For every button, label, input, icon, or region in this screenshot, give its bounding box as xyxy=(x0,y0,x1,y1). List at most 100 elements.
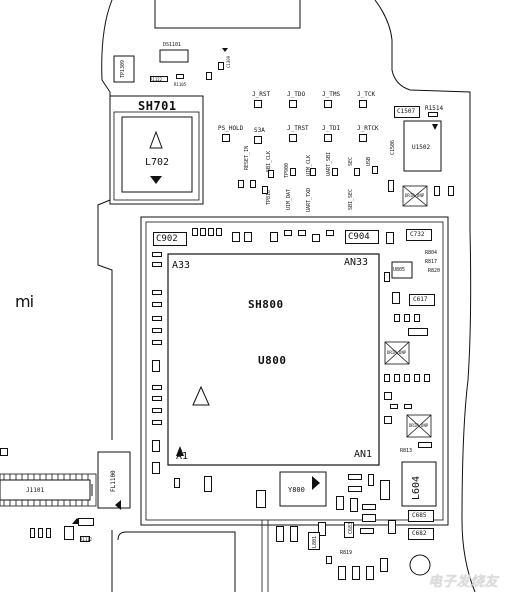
pad xyxy=(218,62,224,70)
pad xyxy=(232,232,240,242)
pad xyxy=(152,420,162,425)
tp-label-j-trst: J_TRST xyxy=(287,125,309,132)
pin-label-usb: USB xyxy=(366,156,372,166)
pad xyxy=(348,474,362,480)
pad xyxy=(268,170,274,178)
pad xyxy=(310,168,316,176)
drip-label: DRIP_DNP xyxy=(387,350,407,355)
pad xyxy=(152,328,162,333)
pad xyxy=(380,558,388,572)
pad xyxy=(80,536,90,542)
chip-corner-an1: AN1 xyxy=(354,449,373,460)
tp-label-j-rtck: J_RTCK xyxy=(357,125,379,132)
pad xyxy=(244,232,252,242)
pad xyxy=(362,504,376,510)
pad xyxy=(394,314,400,322)
pad xyxy=(38,528,43,538)
pad xyxy=(192,228,198,236)
pad xyxy=(290,168,296,176)
pad xyxy=(360,528,374,534)
testpoint-label-tp1309: TP1309 xyxy=(120,59,126,78)
pad xyxy=(152,252,162,257)
pad xyxy=(448,186,454,196)
pad xyxy=(152,262,162,267)
pin-label-sbi-clk: SBI_CLK xyxy=(266,150,272,172)
pad xyxy=(332,168,338,176)
pad xyxy=(174,478,180,488)
pad xyxy=(424,374,430,382)
res-label-r820: R820 xyxy=(428,268,441,274)
pad xyxy=(152,290,162,295)
pad xyxy=(404,374,410,382)
cap-c685 xyxy=(408,510,434,522)
tp-label-ps-hold: PS_HOLD xyxy=(218,125,244,132)
tp-label-j-rst: J_RST xyxy=(252,91,271,98)
pad xyxy=(176,74,184,79)
cap-label-c732: C732 xyxy=(410,231,425,238)
crystal-label-y800: Y800 xyxy=(288,486,305,494)
tp-s3a xyxy=(254,136,262,144)
cap-label-c682: C682 xyxy=(412,530,427,537)
pad xyxy=(368,474,374,486)
drip-label: DRIP_DNP xyxy=(405,193,425,198)
res-label-r1112: R1112 xyxy=(80,537,93,542)
pad xyxy=(326,230,334,236)
pad xyxy=(0,448,8,456)
pad xyxy=(326,556,332,564)
pad xyxy=(384,272,390,282)
pad xyxy=(418,442,432,448)
chip-corner-an33: AN33 xyxy=(344,257,369,268)
pad xyxy=(388,520,396,534)
cap-label-c904: C904 xyxy=(348,232,370,242)
pad xyxy=(152,360,160,372)
pad xyxy=(152,440,160,452)
cap-label-c617: C617 xyxy=(413,296,428,303)
pad xyxy=(308,532,320,550)
inductor-label-l604: L604 xyxy=(411,475,422,500)
pad xyxy=(404,314,410,322)
watermark: 电子发烧友 xyxy=(428,574,498,590)
pad xyxy=(338,566,346,580)
pad xyxy=(150,76,168,82)
pad xyxy=(350,498,358,512)
inductor-label-l702: L702 xyxy=(145,157,170,168)
cap-c1507 xyxy=(394,106,420,118)
pad xyxy=(256,490,266,508)
pad xyxy=(362,514,376,522)
cap-c617 xyxy=(409,294,435,306)
chip-corner-a33: A33 xyxy=(172,260,191,271)
shield-label-sh701: SH701 xyxy=(138,99,177,113)
tp-j-rtck xyxy=(359,134,367,142)
pad xyxy=(372,166,378,174)
chip-label-u1502: U1502 xyxy=(412,144,431,151)
pad xyxy=(336,496,344,510)
res-label-r804: R804 xyxy=(425,250,438,256)
pad xyxy=(270,232,278,242)
res-label-r1105: R1105 xyxy=(174,82,187,87)
mi-logo: mi xyxy=(15,292,34,311)
connector-label-j1101: J1101 xyxy=(26,487,45,494)
pad xyxy=(78,518,94,526)
pad xyxy=(250,180,256,188)
pin-label-sec: SEC xyxy=(348,156,354,166)
pad xyxy=(290,526,298,542)
cap-label-c616: C683 xyxy=(348,521,354,534)
pad xyxy=(388,180,394,192)
res-r1514 xyxy=(428,112,438,117)
pad xyxy=(262,186,268,194)
pad xyxy=(414,314,420,322)
chip-label-u805: U805 xyxy=(393,267,406,273)
cap-label-c1309: C1309 xyxy=(226,55,231,68)
chip-corner-a1: A1 xyxy=(176,451,189,462)
pad xyxy=(298,230,306,236)
pad xyxy=(64,526,74,540)
cap-c732 xyxy=(406,229,432,241)
cap-label-c902: C902 xyxy=(156,234,178,244)
pad xyxy=(408,328,428,336)
pad xyxy=(152,396,162,401)
cap-label-c685: C685 xyxy=(412,512,427,519)
pad xyxy=(276,526,284,542)
res-label-r1122: R1122 xyxy=(150,77,163,82)
pad xyxy=(216,228,222,236)
